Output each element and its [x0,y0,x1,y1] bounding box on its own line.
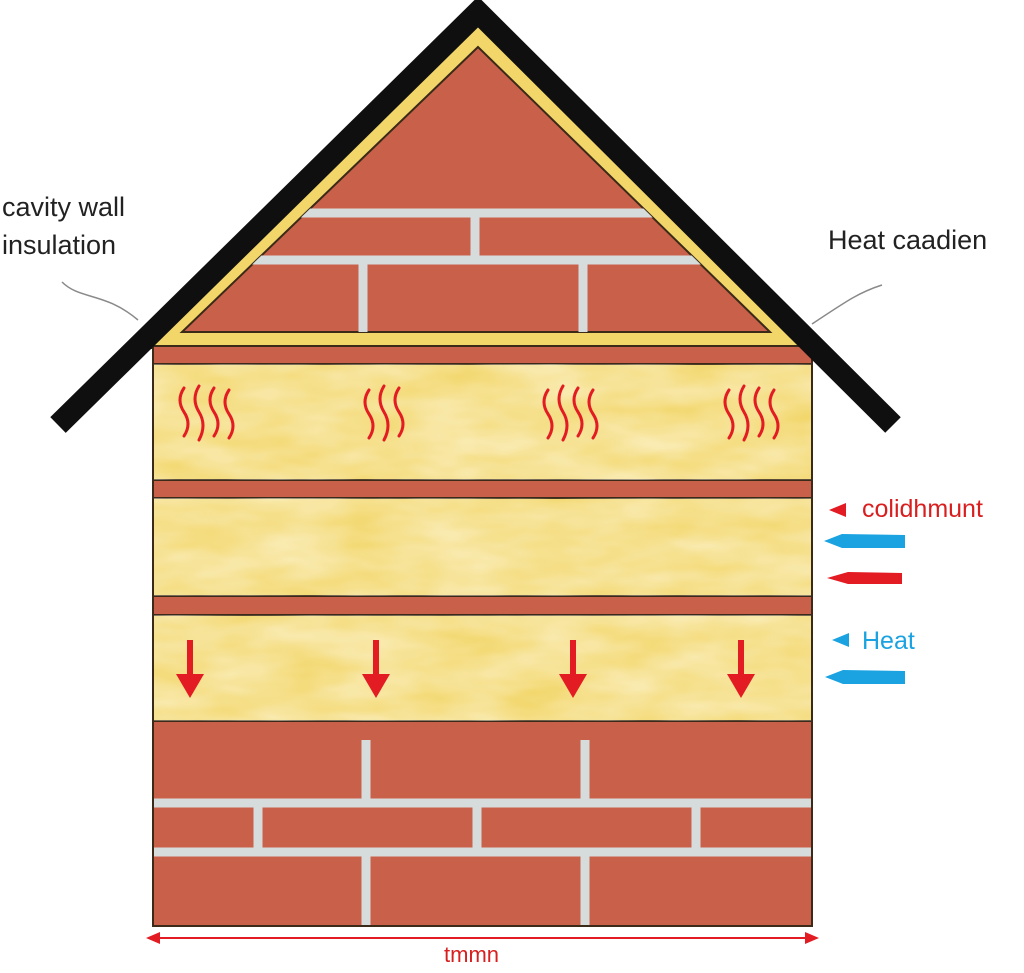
heat-wave-icon [542,384,599,442]
arrow-left-icon [827,572,902,584]
cavity-wall-label-line1: cavity wall [2,192,126,222]
arrow-down-icon [727,640,755,698]
roof [50,0,901,433]
width-dimension-line [146,932,819,944]
arrow-left-icon [825,670,905,684]
heat-gradient-label: Heat caadien [828,225,988,255]
arrow-down-icon [176,640,204,698]
heat-wave-icon [363,384,405,442]
cavity-wall-label-line2: insulation [2,230,117,260]
arrow-down-icon [362,640,390,698]
arrow-left-icon [832,633,849,647]
width-label: tmmn [444,942,499,967]
insulation-band-3 [152,614,813,722]
insulation-band-1 [152,363,813,481]
cold-flow-label: colidhmunt [862,495,983,523]
heat-gradient-leader-line [811,284,883,325]
cavity-leader-line [61,281,139,321]
lower-brick-mortar [153,740,812,926]
arrow-left-icon [824,534,905,548]
arrow-down-icon [559,640,587,698]
heat-wave-icon [723,384,780,442]
insulation-band-2 [152,497,813,597]
gable-brick [179,45,773,333]
arrow-left-icon [829,503,846,517]
heat-flow-label: Heat [862,627,915,655]
wall-outline [152,345,813,927]
heat-wave-icon [178,384,235,442]
